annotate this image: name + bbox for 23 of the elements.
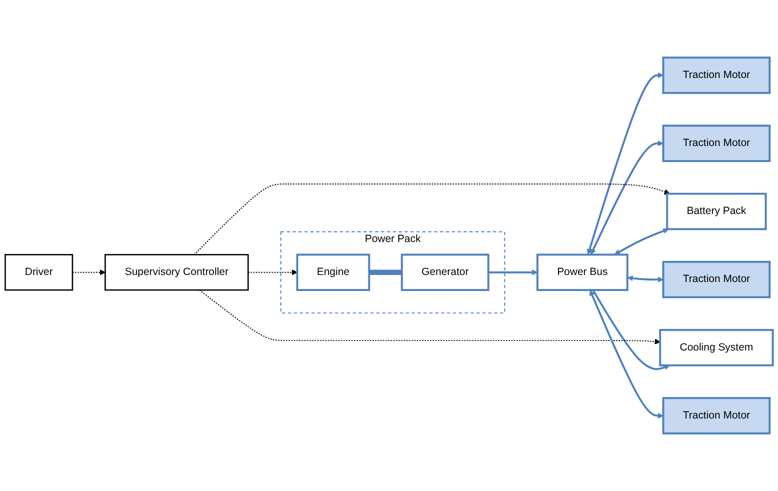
- node-box: Traction Motor: [662, 397, 771, 434]
- arrow: [590, 140, 664, 255]
- arrow: [614, 228, 669, 255]
- arrow: [248, 269, 298, 276]
- arrow: [586, 72, 664, 255]
- arrow: [589, 290, 664, 419]
- node-box: Power Bus: [536, 254, 628, 291]
- connector: [369, 270, 402, 275]
- node-box: Traction Motor: [662, 124, 771, 162]
- arrow: [488, 269, 538, 276]
- node-box: Driver: [4, 254, 74, 291]
- node-box: Traction Motor: [662, 56, 771, 94]
- arrow: [627, 275, 664, 282]
- node-box: Battery Pack: [666, 192, 767, 230]
- node-box: Cooling System: [659, 328, 774, 366]
- node-box: Supervisory Controller: [104, 254, 249, 291]
- arrow: [194, 183, 670, 256]
- arrow: [198, 290, 660, 344]
- node-box: Generator: [400, 254, 490, 291]
- arrow: [592, 290, 670, 370]
- node-box: Traction Motor: [662, 260, 771, 298]
- arrow: [72, 269, 106, 276]
- node-box: Engine: [296, 254, 370, 291]
